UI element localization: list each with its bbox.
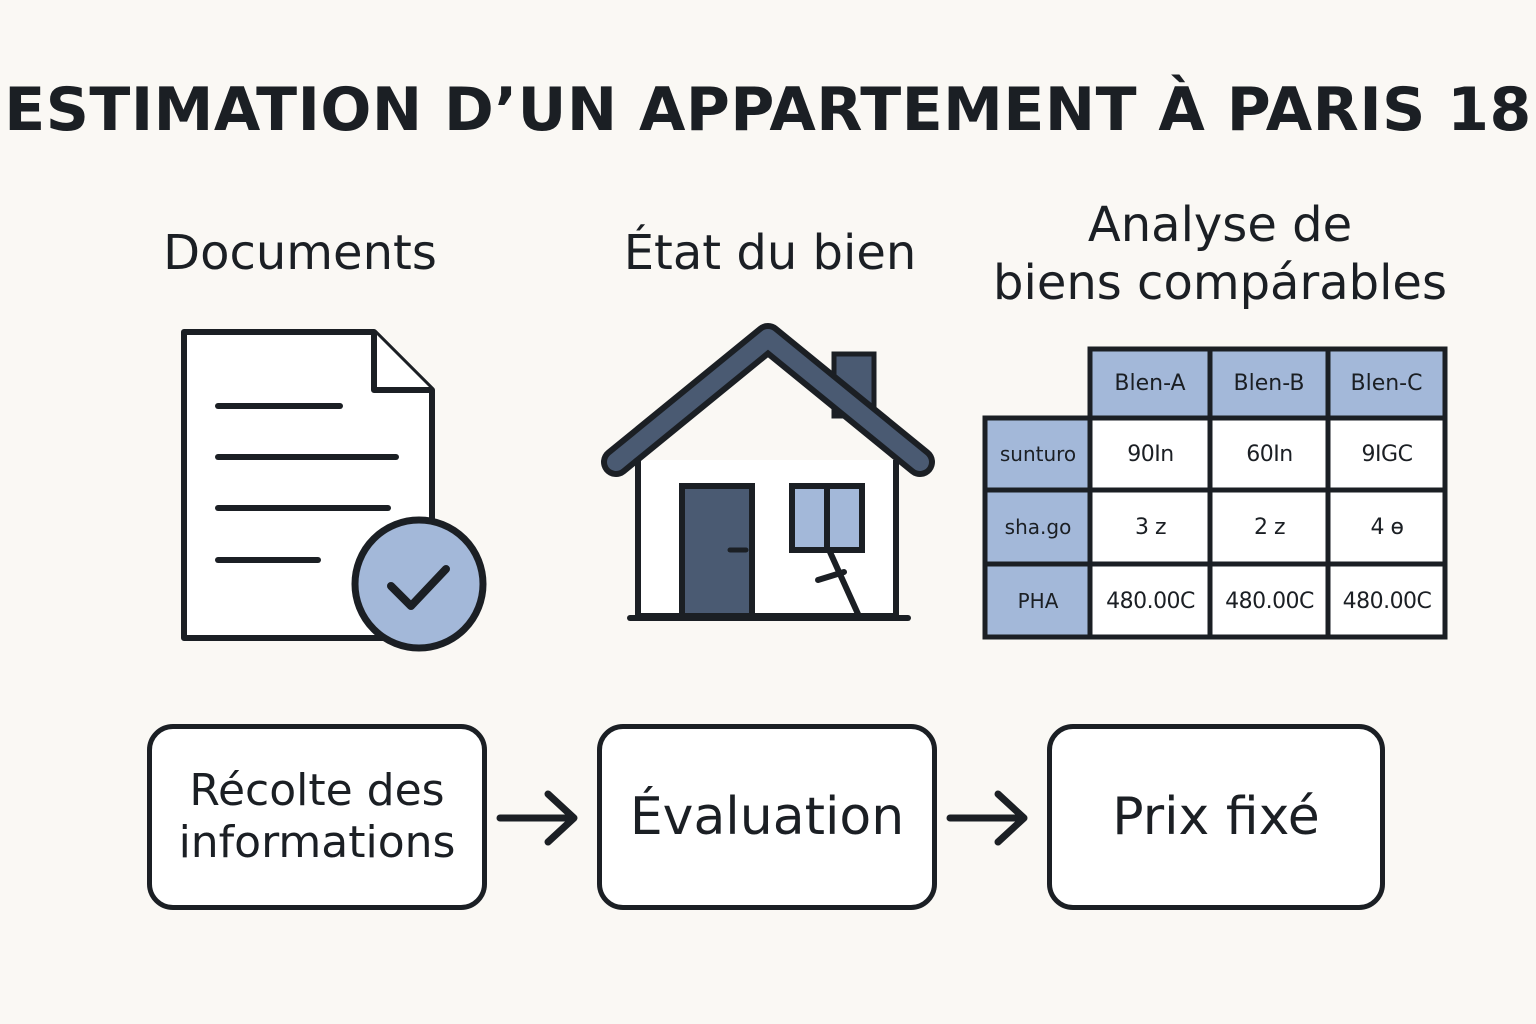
table-row-label: PHA (1017, 589, 1059, 613)
table-cell: 480.00C (1342, 588, 1432, 614)
table-header-cell: Blen-A (1114, 371, 1186, 396)
table-row-label: sunturo (999, 442, 1077, 466)
page-title: ESTIMATION D’UN APPARTEMENT À PARIS 18 (4, 75, 1532, 145)
step-evaluation-box: Évaluation (597, 724, 937, 910)
table-cell: 480.00C (1106, 588, 1195, 614)
analyse-heading-line1: Analyse de (1087, 197, 1353, 253)
analyse-heading-line2: biens compárables (993, 255, 1447, 311)
table-cell: 60In (1246, 441, 1293, 467)
etat-du-bien-heading: État du bien (623, 225, 917, 281)
step-prix-label: Prix fixé (1112, 787, 1320, 847)
comparables-table: Blen-A Blen-B Blen-C sunturo 90In 60In 9… (982, 346, 1448, 640)
step-evaluation-label: Évaluation (629, 787, 905, 847)
step-prix-box: Prix fixé (1047, 724, 1385, 910)
house-icon (601, 323, 935, 621)
table-cell: 2 z (1253, 514, 1286, 540)
table-cell: 90In (1127, 441, 1174, 467)
table-cell: 4 ɵ (1370, 514, 1404, 540)
table-header-cell: Blen-B (1233, 371, 1305, 396)
table-header-cell: Blen-C (1350, 371, 1423, 396)
table-row-label: sha.go (1004, 515, 1072, 539)
documents-heading: Documents (163, 225, 437, 281)
table-cell: 3 z (1134, 514, 1167, 540)
table-grid (982, 346, 1448, 640)
analyse-heading: Analyse de biens compárables (980, 196, 1460, 312)
arrow-right-icon (496, 790, 578, 846)
step-recolte-line2: informations (178, 817, 456, 868)
step-recolte-box: Récolte des informations (147, 724, 487, 910)
arrow-right-icon (946, 790, 1028, 846)
step-recolte-line1: Récolte des (189, 765, 445, 816)
table-cell: 480.00C (1225, 588, 1314, 614)
table-cell: 9IGC (1361, 441, 1413, 467)
document-check-icon (181, 329, 487, 652)
